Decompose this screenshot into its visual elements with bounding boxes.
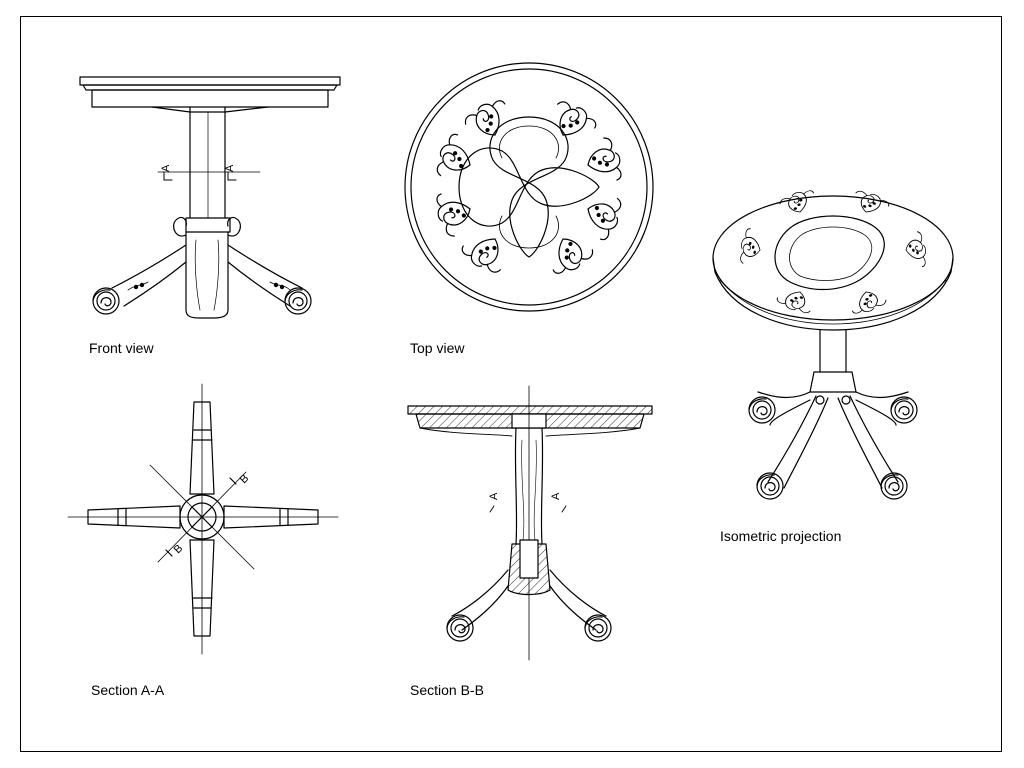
front-view [79,76,341,319]
section-mark-a-b-left: A [488,492,500,500]
caption-isometric-projection: Isometric projection [720,528,842,544]
section-mark-a-b-right: A [550,492,562,500]
section-mark-b-bottom: B [172,542,186,556]
caption-section-b-b: Section B-B [410,682,484,698]
section-mark-a-left: A [160,164,172,172]
section-mark-b-top: B [238,472,252,486]
caption-top-view: Top view [410,340,465,356]
top-view [404,62,654,312]
isometric-view [712,186,954,500]
section-b-b [407,385,653,661]
section-a-a [67,383,339,655]
section-mark-a-right: A [224,164,236,172]
drawing-frame [20,16,1002,752]
top-view-interlace [458,116,600,258]
caption-section-a-a: Section A-A [91,682,165,698]
caption-front-view: Front view [89,340,154,356]
